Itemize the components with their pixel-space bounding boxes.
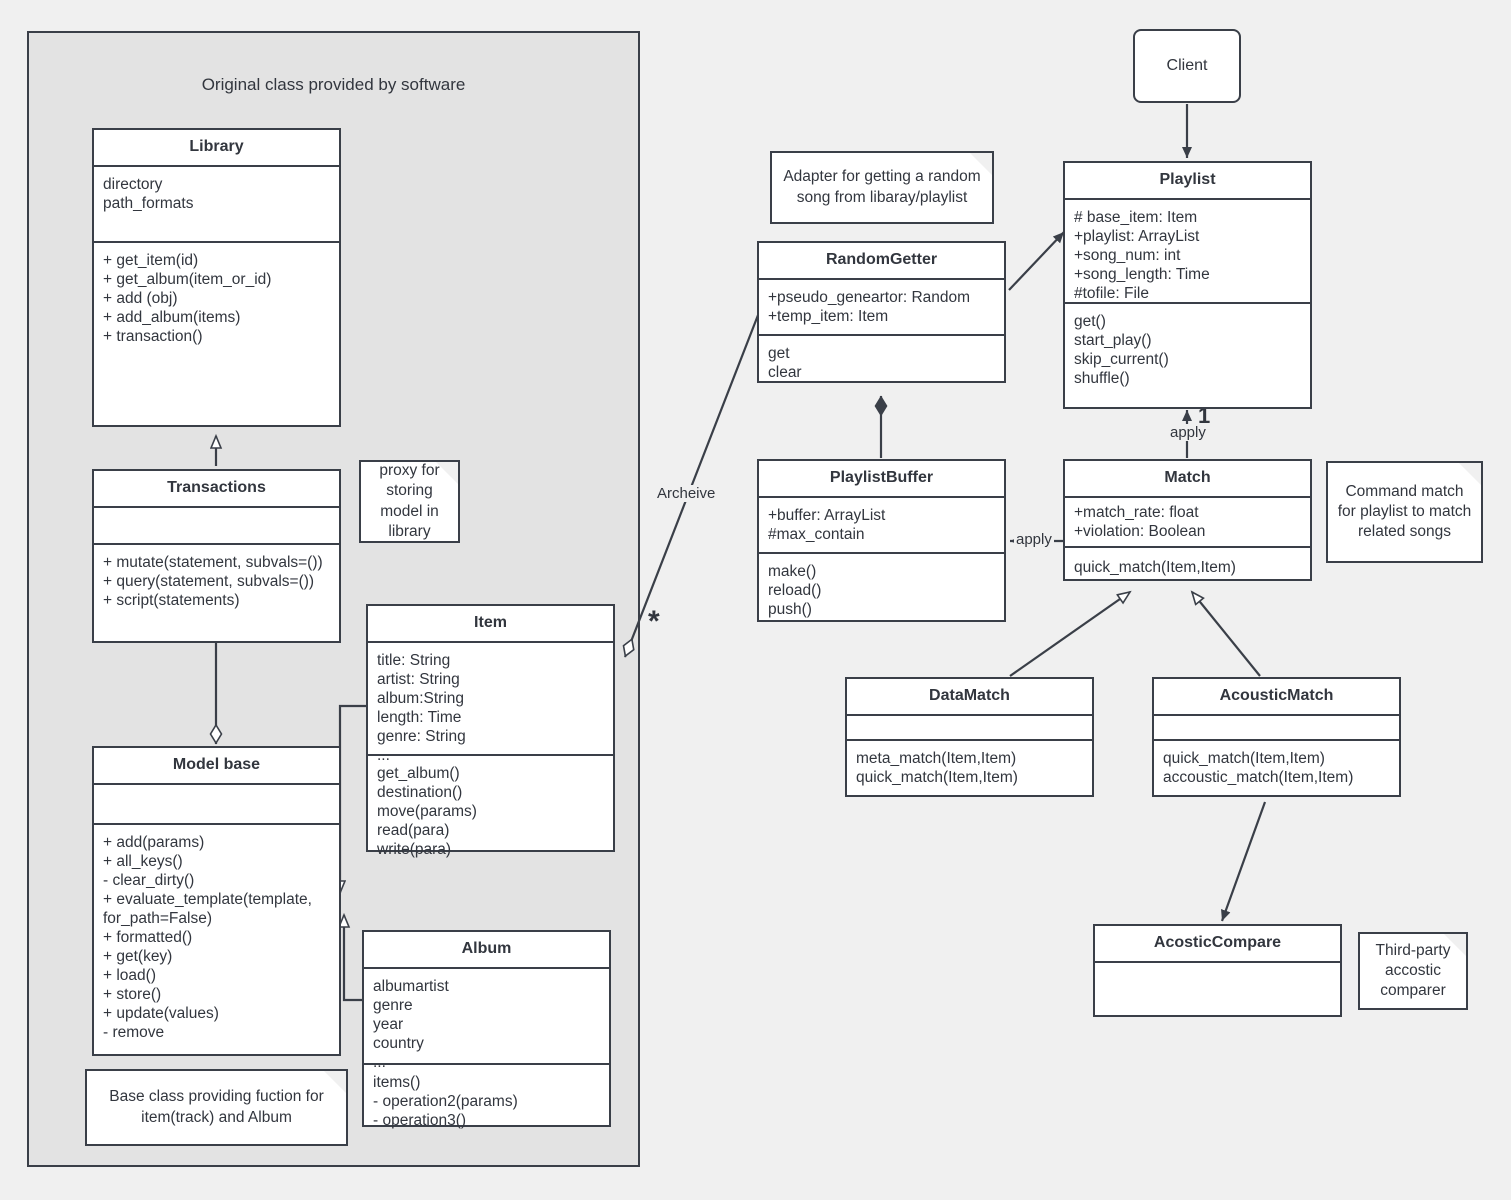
- class-acoustic-match[interactable]: AcousticMatch quick_match(Item,Item) acc…: [1152, 677, 1401, 797]
- class-transactions-attributes: [94, 508, 339, 545]
- class-playlist-buffer-attributes: +buffer: ArrayList #max_contain: [759, 498, 1004, 554]
- class-match-methods: quick_match(Item,Item): [1074, 558, 1236, 576]
- class-playlist-name: Playlist: [1065, 163, 1310, 200]
- note-fold-icon: [436, 462, 458, 484]
- class-acoustic-match-methods: quick_match(Item,Item) accoustic_match(I…: [1163, 749, 1354, 786]
- note-fold-icon: [1459, 463, 1481, 485]
- edge-label-archeive: Archeive: [655, 485, 718, 502]
- class-random-getter-methods: get clear: [768, 344, 802, 381]
- class-match-name: Match: [1065, 461, 1310, 498]
- edge-label-apply-playlist: apply: [1168, 424, 1208, 441]
- class-acostic-compare-name: AcosticCompare: [1095, 926, 1340, 963]
- class-item-attributes: title: String artist: String album:Strin…: [368, 643, 613, 764]
- edge-label-apply-buffer: apply: [1014, 531, 1054, 548]
- class-transactions[interactable]: Transactions + mutate(statement, subvals…: [92, 469, 341, 643]
- group-title: Original class provided by software: [201, 75, 466, 94]
- note-command-match: Command match for playlist to match rela…: [1326, 461, 1483, 563]
- class-data-match-attributes: [847, 716, 1092, 741]
- class-playlist-attributes: # base_item: Item +playlist: ArrayList +…: [1065, 200, 1310, 304]
- class-library-attributes: directory path_formats: [94, 167, 339, 243]
- class-transactions-methods: + mutate(statement, subvals=()) + query(…: [103, 553, 323, 609]
- class-item-name: Item: [368, 606, 613, 643]
- class-random-getter-name: RandomGetter: [759, 243, 1004, 280]
- class-model-base-attributes: [94, 785, 339, 825]
- multiplicity-item-star: *: [648, 605, 660, 638]
- note-proxy-text: proxy for storing model in library: [379, 462, 440, 540]
- client-box[interactable]: Client: [1133, 29, 1241, 103]
- note-base-class-text: Base class providing fuction for item(tr…: [109, 1088, 324, 1126]
- note-fold-icon: [970, 153, 992, 175]
- class-album-attributes: albumartist genre year country ...: [364, 969, 609, 1071]
- note-base-class: Base class providing fuction for item(tr…: [85, 1069, 348, 1146]
- class-playlist-buffer-name: PlaylistBuffer: [759, 461, 1004, 498]
- class-model-base-methods: + add(params) + all_keys() - clear_dirty…: [103, 833, 312, 1042]
- class-playlist-methods: get() start_play() skip_current() shuffl…: [1074, 312, 1169, 387]
- client-label: Client: [1166, 57, 1208, 74]
- note-third-party-text: Third-party accostic comparer: [1375, 941, 1451, 1000]
- class-match-attributes: +match_rate: float +violation: Boolean: [1065, 498, 1310, 548]
- note-adapter-text: Adapter for getting a random song from l…: [783, 168, 981, 206]
- class-library-methods: + get_item(id) + get_album(item_or_id) +…: [103, 251, 272, 345]
- class-acoustic-match-attributes: [1154, 716, 1399, 741]
- class-album-methods: items() - operation2(params) - operation…: [373, 1073, 518, 1129]
- multiplicity-playlist-one: 1: [1198, 403, 1211, 428]
- class-acostic-compare-body: [1095, 963, 1340, 1015]
- note-proxy: proxy for storing model in library: [359, 460, 460, 543]
- class-transactions-name: Transactions: [94, 471, 339, 508]
- class-library-name: Library: [94, 130, 339, 167]
- class-playlist-buffer-methods: make() reload() push(): [768, 562, 822, 618]
- class-match[interactable]: Match +match_rate: float +violation: Boo…: [1063, 459, 1312, 581]
- note-command-match-text: Command match for playlist to match rela…: [1337, 482, 1472, 541]
- note-adapter: Adapter for getting a random song from l…: [770, 151, 994, 224]
- class-model-base-name: Model base: [94, 748, 339, 785]
- class-data-match-name: DataMatch: [847, 679, 1092, 716]
- note-fold-icon: [1444, 934, 1466, 956]
- class-model-base[interactable]: Model base + add(params) + all_keys() - …: [92, 746, 341, 1056]
- class-data-match-methods: meta_match(Item,Item) quick_match(Item,I…: [856, 749, 1018, 786]
- class-item[interactable]: Item title: String artist: String album:…: [366, 604, 615, 858]
- class-acoustic-match-name: AcousticMatch: [1154, 679, 1399, 716]
- class-random-getter[interactable]: RandomGetter +pseudo_geneartor: Random +…: [757, 241, 1006, 383]
- class-album[interactable]: Album albumartist genre year country ...…: [362, 930, 611, 1129]
- class-playlist-buffer[interactable]: PlaylistBuffer +buffer: ArrayList #max_c…: [757, 459, 1006, 622]
- class-library[interactable]: Library directory path_formats + get_ite…: [92, 128, 341, 427]
- class-album-name: Album: [364, 932, 609, 969]
- class-data-match[interactable]: DataMatch meta_match(Item,Item) quick_ma…: [845, 677, 1094, 797]
- note-third-party: Third-party accostic comparer: [1358, 932, 1468, 1010]
- class-acostic-compare[interactable]: AcosticCompare: [1093, 924, 1342, 1017]
- class-random-getter-attributes: +pseudo_geneartor: Random +temp_item: It…: [759, 280, 1004, 336]
- class-item-methods: get_album() destination() move(params) r…: [377, 764, 477, 858]
- class-playlist[interactable]: Playlist # base_item: Item +playlist: Ar…: [1063, 161, 1312, 409]
- note-fold-icon: [324, 1071, 346, 1093]
